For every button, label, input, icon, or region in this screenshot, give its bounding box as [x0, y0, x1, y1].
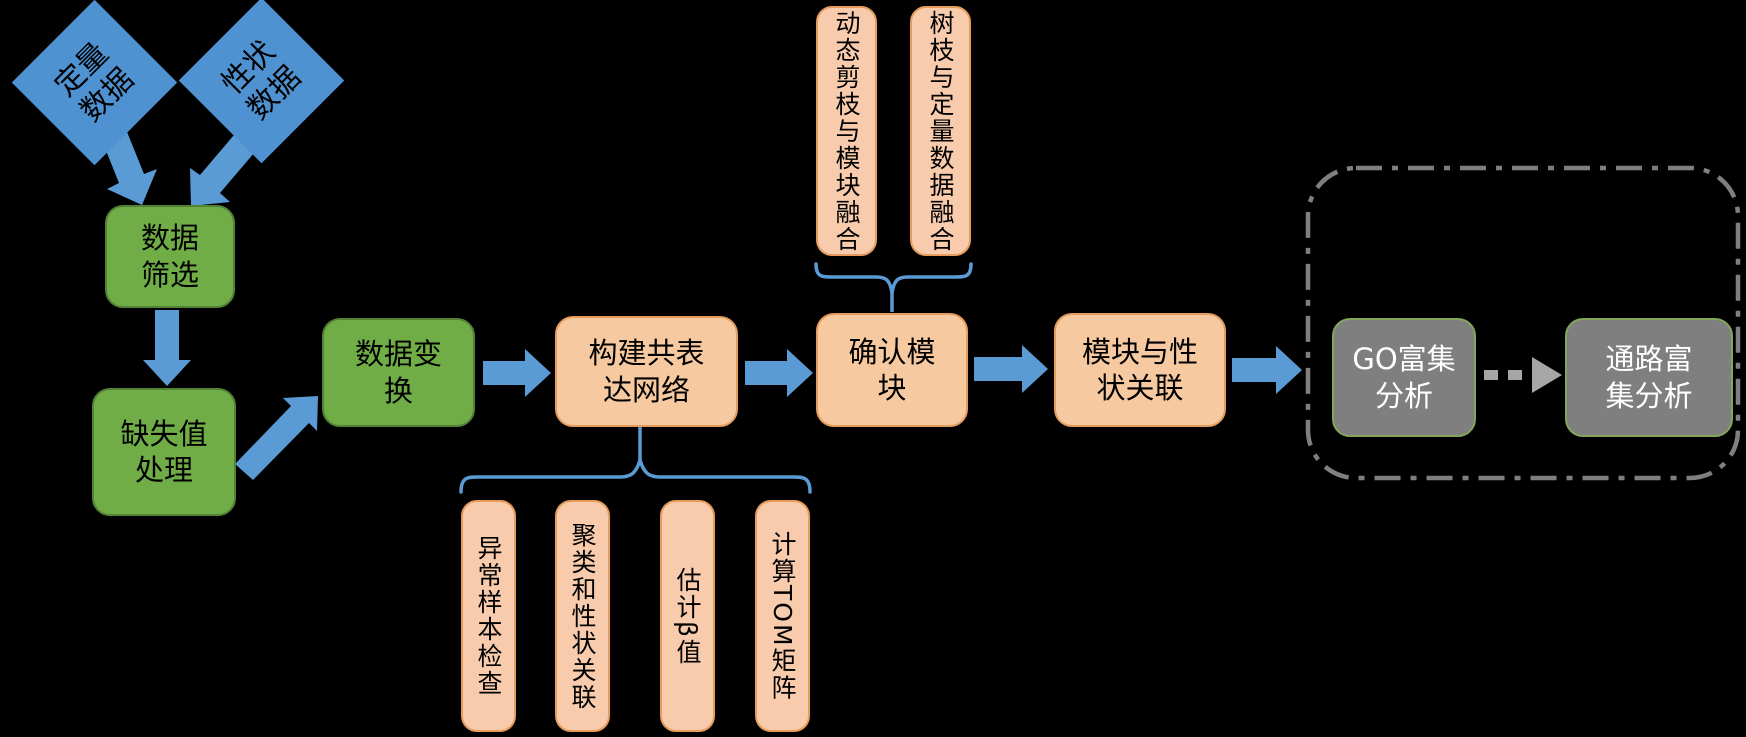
node-pathway-enrichment: 通路富 集分析: [1565, 318, 1733, 437]
arrow-transform-to-network: [483, 349, 551, 397]
node-build-coexpression-network: 构建共表 达网络: [555, 316, 738, 427]
arrow-filter-to-missing: [143, 310, 191, 386]
node-module-trait-association: 模块与性 状关联: [1054, 313, 1226, 427]
brace-module-substeps: [814, 262, 973, 294]
substep-compute-tom-matrix: 计算TOM矩阵: [755, 500, 810, 732]
substep-dynamic-cut-module-merge: 动态剪枝与模块融合: [816, 6, 877, 256]
substep-clustering-trait-association: 聚类和性状关联: [555, 500, 610, 732]
arrow-go-to-pathway-head: [1532, 357, 1562, 393]
node-identify-modules: 确认模 块: [816, 313, 968, 427]
node-missing-value-handling: 缺失值 处理: [92, 388, 236, 516]
substep-abnormal-sample-check: 异常样本检查: [461, 500, 516, 732]
arrow-missing-to-transform: [235, 396, 318, 480]
arrow-network-to-modules: [745, 349, 813, 397]
enrichment-group-border: [1305, 165, 1741, 481]
brace-network-substeps: [459, 453, 812, 494]
arrow-modules-to-moduletrait: [974, 345, 1048, 393]
substep-tree-quantitative-merge: 树枝与定量数据融合: [910, 6, 971, 256]
substep-estimate-beta: 估计β值: [660, 500, 715, 732]
node-go-enrichment: GO富集 分析: [1332, 318, 1476, 437]
node-data-filter: 数据 筛选: [105, 205, 235, 308]
node-data-transform: 数据变 换: [322, 318, 475, 427]
arrow-moduletrait-to-go: [1232, 346, 1302, 394]
